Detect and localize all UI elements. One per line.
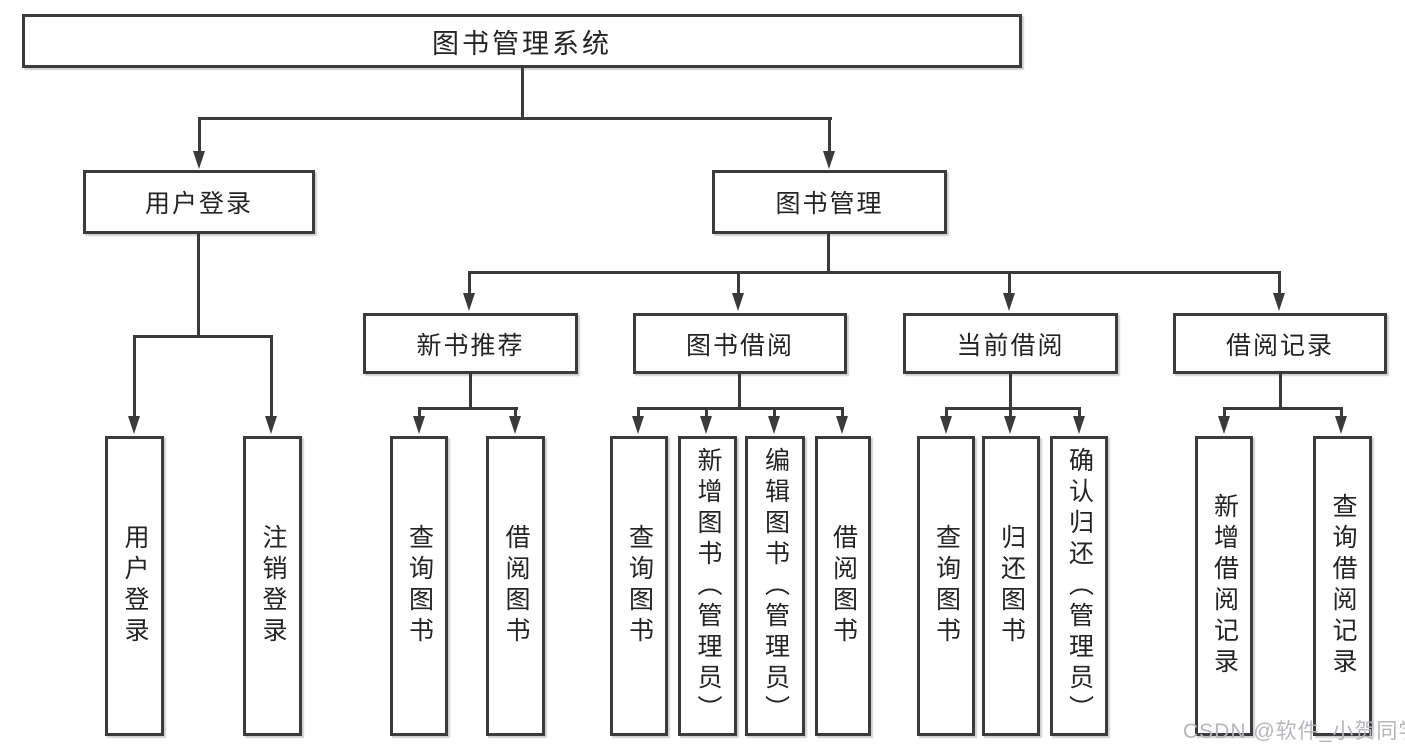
arrow-down-icon	[193, 151, 205, 169]
leaf-logout: 注销登录	[243, 436, 302, 736]
leaf-add-borrow-record: 新增借阅记录	[1195, 436, 1253, 736]
arrow-down-icon	[463, 293, 475, 311]
connector-line	[637, 407, 844, 410]
connector-line	[1223, 407, 1226, 420]
arrow-down-icon	[128, 416, 140, 434]
arrow-down-icon	[632, 416, 644, 434]
leaf-borrow-books: 借阅图书	[815, 436, 871, 736]
connector-line	[737, 271, 740, 297]
arrow-down-icon	[768, 416, 780, 434]
leaf-user-login: 用户登录	[105, 436, 164, 736]
connector-line	[418, 407, 421, 420]
connector-line	[841, 407, 844, 420]
node-library-system: 图书管理系统	[22, 14, 1022, 68]
connector-line	[1340, 407, 1343, 420]
arrow-down-icon	[1003, 293, 1015, 311]
leaf-borrow-books-recommend: 借阅图书	[486, 436, 545, 736]
leaf-query-books-current: 查询图书	[917, 436, 975, 736]
node-user-login: 用户登录	[83, 170, 315, 234]
connector-line	[468, 271, 1281, 274]
node-borrow-records: 借阅记录	[1173, 313, 1387, 374]
connector-line	[1008, 271, 1011, 297]
leaf-label: 新增借阅记录	[1210, 493, 1239, 679]
leaf-query-books-borrow: 查询图书	[610, 436, 668, 736]
leaf-label: 编辑图书（管理员）	[761, 446, 790, 726]
connector-line	[469, 374, 472, 409]
connector-line	[418, 407, 518, 410]
arrow-down-icon	[509, 416, 521, 434]
arrow-down-icon	[836, 416, 848, 434]
arrow-down-icon	[1004, 416, 1016, 434]
arrow-down-icon	[1218, 416, 1230, 434]
connector-line	[468, 271, 471, 297]
node-book-management: 图书管理	[712, 170, 947, 234]
leaf-query-borrow-record: 查询借阅记录	[1313, 436, 1372, 736]
leaf-label: 用户登录	[121, 524, 149, 648]
leaf-label: 借阅图书	[829, 524, 858, 648]
leaf-label: 查询图书	[932, 524, 961, 648]
leaf-label: 查询图书	[405, 524, 434, 648]
connector-line	[945, 407, 948, 420]
arrow-down-icon	[1335, 416, 1347, 434]
connector-line	[827, 234, 830, 274]
arrow-down-icon	[1273, 293, 1285, 311]
node-new-book-recommend: 新书推荐	[363, 313, 578, 374]
leaf-confirm-return-admin: 确认归还（管理员）	[1050, 436, 1108, 736]
connector-line	[637, 407, 640, 420]
connector-line	[1279, 374, 1282, 409]
arrow-down-icon	[265, 416, 277, 434]
connector-line	[197, 234, 200, 338]
arrow-down-icon	[732, 293, 744, 311]
connector-line	[521, 68, 524, 120]
connector-line	[133, 335, 273, 338]
arrow-down-icon	[413, 416, 425, 434]
csdn-watermark: CSDN @软件_小贺同学	[1183, 720, 1405, 743]
connector-line	[1009, 407, 1012, 420]
connector-line	[1009, 374, 1012, 409]
connector-line	[133, 335, 136, 420]
connector-line	[1278, 271, 1281, 297]
leaf-label: 注销登录	[259, 524, 287, 648]
leaf-add-book-admin: 新增图书（管理员）	[678, 436, 737, 736]
node-current-borrow: 当前借阅	[903, 313, 1118, 374]
connector-line	[773, 407, 776, 420]
connector-line	[198, 117, 201, 155]
arrow-down-icon	[700, 416, 712, 434]
leaf-label: 查询借阅记录	[1329, 493, 1357, 679]
connector-line	[828, 117, 831, 155]
connector-line	[514, 407, 517, 420]
connector-line	[1223, 407, 1343, 410]
leaf-query-books-recommend: 查询图书	[390, 436, 448, 736]
arrow-down-icon	[1073, 416, 1085, 434]
arrow-down-icon	[940, 416, 952, 434]
leaf-return-book: 归还图书	[982, 436, 1040, 736]
leaf-label: 借阅图书	[502, 524, 530, 648]
leaf-edit-book-admin: 编辑图书（管理员）	[745, 436, 805, 736]
leaf-label: 归还图书	[997, 524, 1026, 648]
connector-line	[738, 374, 741, 409]
node-book-borrow: 图书借阅	[633, 313, 847, 374]
connector-line	[270, 335, 273, 420]
leaf-label: 查询图书	[625, 524, 654, 648]
arrow-down-icon	[823, 151, 835, 169]
leaf-label: 确认归还（管理员）	[1065, 446, 1094, 726]
connector-line	[705, 407, 708, 420]
connector-line	[945, 407, 1081, 410]
leaf-label: 新增图书（管理员）	[694, 446, 722, 726]
connector-line	[1078, 407, 1081, 420]
connector-line	[198, 117, 832, 120]
